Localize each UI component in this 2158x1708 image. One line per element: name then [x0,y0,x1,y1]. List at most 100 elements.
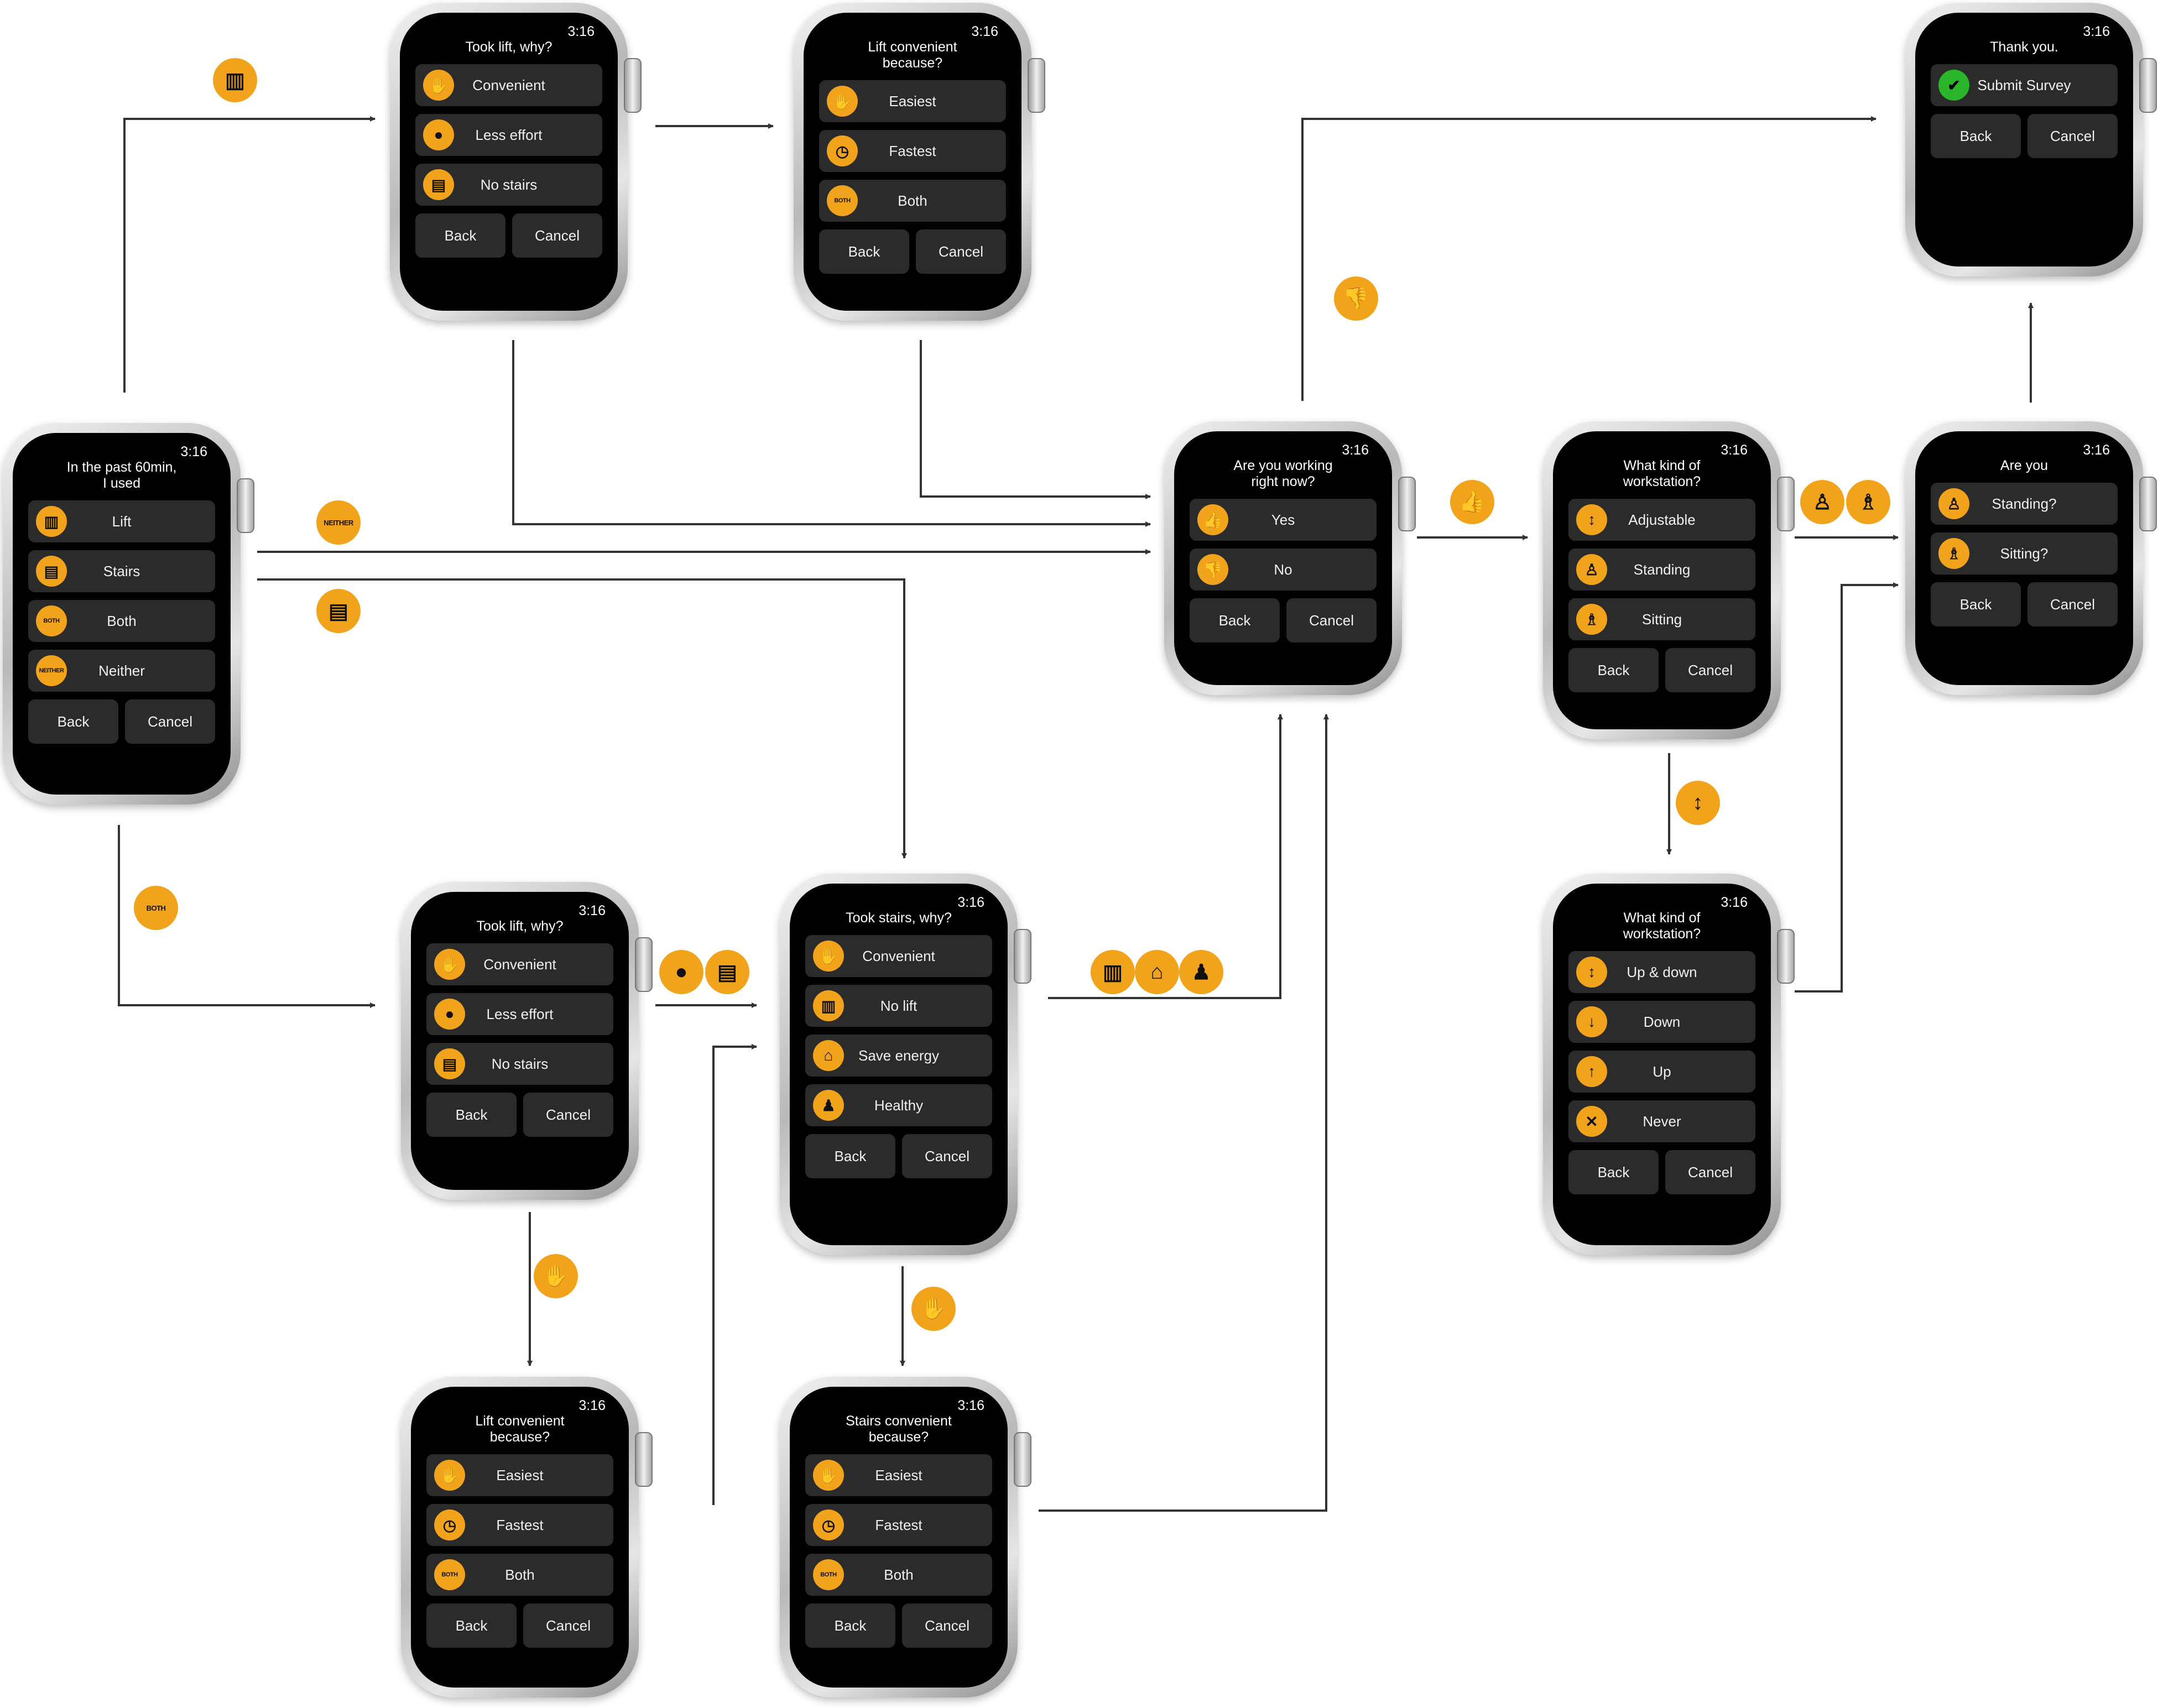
option-no-stairs[interactable]: ▤No stairs [415,164,602,206]
option-fastest[interactable]: ◷Fastest [426,1504,613,1546]
status-time: 3:16 [180,444,207,459]
option-label: Easiest [889,92,936,109]
option-label: Sitting [1641,610,1682,628]
option-less-effort[interactable]: ●Less effort [426,993,613,1035]
option-label: Up [1653,1063,1671,1080]
option-save-energy[interactable]: ⌂Save energy [805,1035,992,1077]
option-submit-survey[interactable]: ✔Submit Survey [1931,64,2118,106]
cancel-button[interactable]: Cancel [1665,648,1755,692]
option-sitting[interactable]: ♗ Sitting [1568,598,1755,640]
option-standing[interactable]: ♙Standing [1568,549,1755,591]
watch-crown[interactable] [635,1432,653,1487]
watch-crown[interactable] [635,937,653,992]
option-label: Adjustable [1628,511,1696,528]
option-fastest[interactable]: ◷Fastest [819,130,1006,172]
back-button[interactable]: Back [415,213,505,258]
option-convenient[interactable]: ✋Convenient [415,64,602,106]
back-button[interactable]: Back [1931,114,2021,158]
option-lift[interactable]: ▥Lift [28,500,215,542]
option-up-down[interactable]: ↕Up & down [1568,951,1755,993]
status-time: 3:16 [2083,442,2110,458]
option-no-lift[interactable]: ▥No lift [805,985,992,1027]
thumbs-down-icon: 👎 [1334,276,1378,321]
option-never[interactable]: ✕Never [1568,1100,1755,1142]
watch-crown[interactable] [1014,929,1031,984]
watch-crown[interactable] [1398,477,1416,531]
watch-crown[interactable] [1777,477,1795,531]
lift-icon: ▥ [213,58,257,102]
cancel-button[interactable]: Cancel [125,699,215,744]
sitting-person-icon: ♗ [1576,604,1607,635]
cancel-button[interactable]: Cancel [902,1134,992,1178]
watch-crown[interactable] [624,58,642,113]
cancel-button[interactable]: Cancel [512,213,602,258]
option-no[interactable]: 👎No [1190,549,1377,591]
screen-title: What kind of workstation? [1623,910,1701,942]
status-time: 3:16 [567,24,595,39]
cancel-button[interactable]: Cancel [523,1603,613,1648]
option-fastest[interactable]: ◷Fastest [805,1504,992,1546]
back-button[interactable]: Back [805,1134,895,1178]
option-convenient[interactable]: ✋Convenient [805,935,992,977]
option-less-effort[interactable]: ●Less effort [415,114,602,156]
option-easiest[interactable]: ✋Easiest [819,80,1006,122]
connector-arrow [1039,714,1329,1512]
option-sitting[interactable]: ♗Sitting? [1931,532,2118,574]
cancel-button[interactable]: Cancel [902,1603,992,1648]
down-arrow-icon: ↓ [1576,1006,1607,1037]
back-button[interactable]: Back [1190,598,1280,643]
watch-crown[interactable] [1014,1432,1031,1487]
option-up[interactable]: ↑Up [1568,1051,1755,1093]
watch-crown[interactable] [2139,477,2157,531]
hand-icon: ✋ [813,1460,844,1491]
option-adjustable[interactable]: ↕Adjustable [1568,499,1755,541]
watch-crown[interactable] [1777,929,1795,984]
cancel-button[interactable]: Cancel [2027,582,2118,626]
cancel-button[interactable]: Cancel [523,1093,613,1137]
option-label: Convenient [472,76,545,93]
cancel-button[interactable]: Cancel [2027,114,2118,158]
option-stairs[interactable]: ▤Stairs [28,550,215,592]
back-button[interactable]: Back [1568,648,1659,692]
back-button[interactable]: Back [28,699,118,744]
option-easiest[interactable]: ✋Easiest [805,1454,992,1496]
connector-arrow [712,1044,757,1505]
option-no-stairs[interactable]: ▤No stairs [426,1043,613,1085]
status-time: 3:16 [578,903,606,918]
watch-crown[interactable] [1028,58,1045,113]
walking-person-icon: ♟ [813,1090,844,1121]
cancel-button[interactable]: Cancel [1665,1150,1755,1194]
cancel-button[interactable]: Cancel [916,229,1006,274]
x-icon: ✕ [1576,1106,1607,1137]
back-button[interactable]: Back [805,1603,895,1648]
option-standing[interactable]: ♙Standing? [1931,483,2118,525]
back-button[interactable]: Back [1568,1150,1659,1194]
watch-crown[interactable] [2139,58,2157,113]
option-down[interactable]: ↓Down [1568,1001,1755,1043]
back-button[interactable]: Back [819,229,909,274]
back-button[interactable]: Back [1931,582,2021,626]
house-icon: ⌂ [813,1040,844,1071]
cancel-button[interactable]: Cancel [1286,598,1377,643]
back-button[interactable]: Back [426,1603,517,1648]
option-convenient[interactable]: ✋Convenient [426,943,613,985]
watch-crown[interactable] [237,478,254,533]
option-easiest[interactable]: ✋Easiest [426,1454,613,1496]
option-yes[interactable]: 👍Yes [1190,499,1377,541]
option-healthy[interactable]: ♟Healthy [805,1084,992,1126]
back-button[interactable]: Back [426,1093,517,1137]
option-label: Neither [98,662,145,679]
